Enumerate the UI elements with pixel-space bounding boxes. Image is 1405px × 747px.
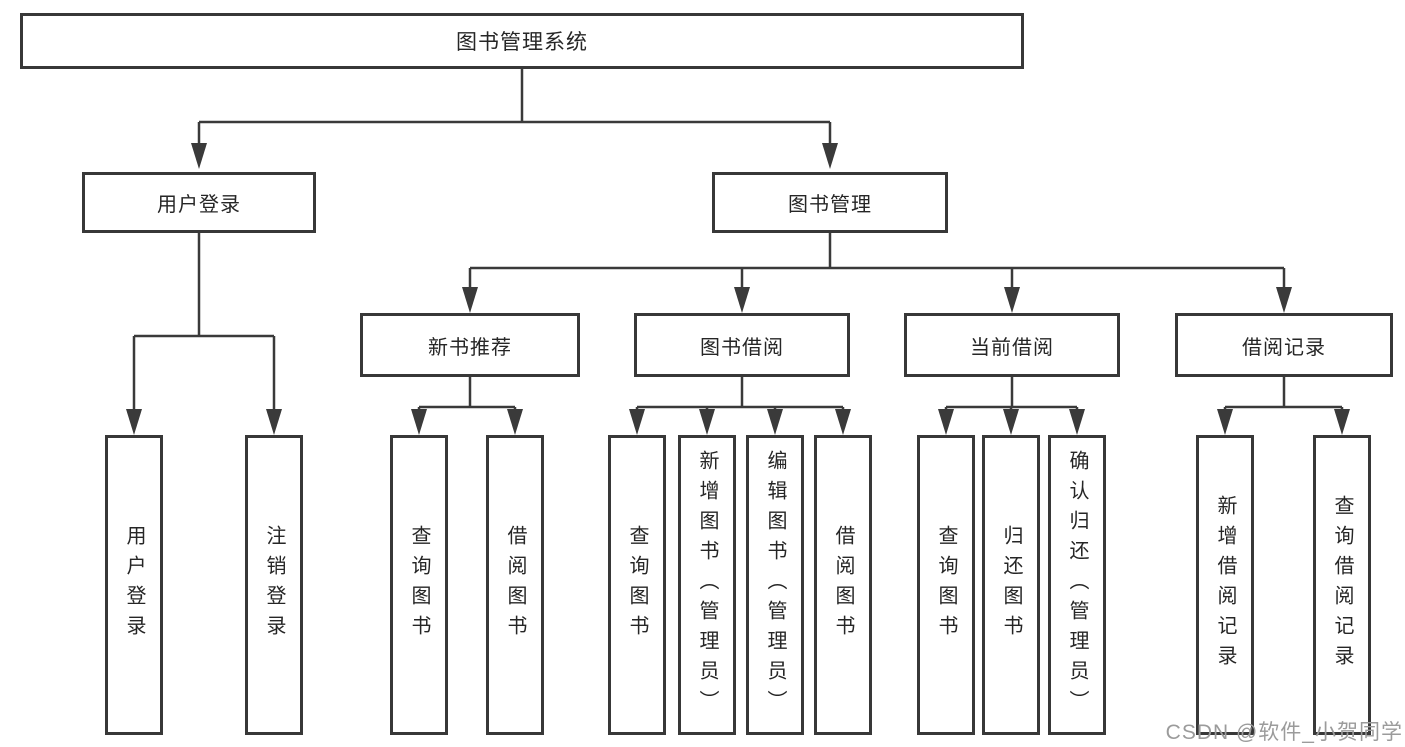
connector-line: [199, 67, 830, 124]
arrowhead-icon: [462, 287, 478, 313]
leaf-query-books: 查询图书: [390, 435, 448, 735]
connector-line: [132, 336, 276, 418]
connector-line: [468, 268, 1286, 296]
leaf-borrow-books: 借阅图书: [486, 435, 544, 735]
leaf-confirm-return-admin: 确认归还（管理员）: [1048, 435, 1106, 735]
node-new-book-recommend: 新书推荐: [360, 313, 580, 377]
arrowhead-icon: [266, 409, 282, 435]
leaf-query-books: 查询图书: [608, 435, 666, 735]
connector-line: [470, 231, 1284, 270]
arrowhead-icon: [767, 409, 783, 435]
arrowhead-icon: [835, 409, 851, 435]
connector-line: [1225, 375, 1342, 409]
leaf-user-login: 用户登录: [105, 435, 163, 735]
node-borrow-records: 借阅记录: [1175, 313, 1393, 377]
arrowhead-icon: [507, 409, 523, 435]
leaf-add-borrow-record: 新增借阅记录: [1196, 435, 1254, 735]
node-current-borrow: 当前借阅: [904, 313, 1120, 377]
node-book-borrow: 图书借阅: [634, 313, 850, 377]
arrowhead-icon: [411, 409, 427, 435]
connector-line: [197, 122, 832, 152]
arrowhead-icon: [734, 287, 750, 313]
arrowhead-icon: [1217, 409, 1233, 435]
node-user-login: 用户登录: [82, 172, 316, 233]
csdn-watermark: CSDN @软件_小贺同学: [1165, 721, 1403, 744]
arrowhead-icon: [822, 143, 838, 169]
node-library-management-system: 图书管理系统: [20, 13, 1024, 69]
arrowhead-icon: [191, 143, 207, 169]
arrowhead-icon: [1276, 287, 1292, 313]
connector-line: [417, 407, 517, 420]
arrowhead-icon: [1004, 287, 1020, 313]
leaf-return-books: 归还图书: [982, 435, 1040, 735]
arrowhead-icon: [699, 409, 715, 435]
connector-line: [1223, 407, 1344, 420]
connector-line: [635, 407, 845, 420]
leaf-add-books-admin: 新增图书（管理员）: [678, 435, 736, 735]
arrowhead-icon: [1003, 409, 1019, 435]
leaf-query-books: 查询图书: [917, 435, 975, 735]
arrowhead-icon: [126, 409, 142, 435]
leaf-logout: 注销登录: [245, 435, 303, 735]
connector-line: [134, 231, 274, 338]
connector-line: [946, 375, 1077, 409]
leaf-query-borrow-record: 查询借阅记录: [1313, 435, 1371, 735]
arrowhead-icon: [1334, 409, 1350, 435]
leaf-edit-books-admin: 编辑图书（管理员）: [746, 435, 804, 735]
arrowhead-icon: [629, 409, 645, 435]
connector-line: [419, 375, 515, 409]
leaf-borrow-books: 借阅图书: [814, 435, 872, 735]
node-book-management: 图书管理: [712, 172, 948, 233]
arrowhead-icon: [938, 409, 954, 435]
connector-line: [637, 375, 843, 409]
arrowhead-icon: [1069, 409, 1085, 435]
arrowheads: [126, 143, 1350, 435]
